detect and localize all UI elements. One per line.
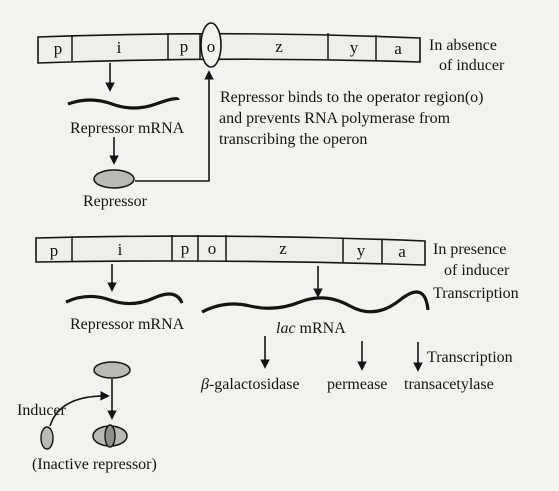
explanation-line2: and prevents RNA polymerase from [219, 110, 451, 127]
lac-mrna-wave [201, 290, 430, 314]
product-permease: permease [327, 376, 387, 393]
top-gene-p2: p [180, 37, 189, 56]
repressor-protein [93, 169, 135, 189]
top-operon-bar [37, 22, 421, 68]
product-transacetylase: transacetylase [404, 376, 494, 393]
repressor-mrna-wave-bottom [65, 292, 184, 306]
lac-mrna-italic: lac [276, 320, 296, 337]
bottom-gene-z: z [279, 239, 287, 258]
bottom-gene-o: o [208, 239, 217, 258]
inducer-label: Inducer [17, 402, 67, 419]
bottom-gene-p2: p [181, 239, 190, 258]
bottom-gene-y: y [357, 241, 366, 260]
explanation-line1: Repressor binds to the operator region(o… [220, 89, 483, 106]
inactive-repressor-label: (Inactive repressor) [32, 456, 157, 473]
bottom-gene-i: i [118, 240, 123, 259]
galactosidase-text: -galactosidase [209, 376, 300, 393]
top-gene-y: y [350, 38, 359, 57]
lac-mrna-label: lac mRNA [276, 320, 346, 337]
repressor-mrna-wave-top [67, 97, 180, 110]
explanation-line3: transcribing the operon [219, 131, 367, 148]
inducer-molecule [40, 426, 54, 450]
top-repressor-label: Repressor [83, 193, 148, 210]
top-gene-p1: p [54, 39, 63, 58]
bottom-repressor-mrna-label: Repressor mRNA [70, 316, 185, 333]
inactive-repressor-complex [92, 424, 128, 448]
free-repressor [93, 361, 131, 379]
top-repressor-mrna-label: Repressor mRNA [70, 120, 185, 137]
product-galactosidase: β-galactosidase [200, 376, 300, 393]
top-gene-z: z [275, 37, 283, 56]
bottom-operon-bar [35, 235, 426, 266]
lac-mrna-rest: mRNA [296, 320, 347, 337]
top-gene-i: i [117, 38, 122, 57]
inducer-arrow [49, 391, 110, 427]
top-condition-line1: In absence [429, 37, 497, 54]
top-gene-o: o [207, 37, 216, 56]
top-gene-a: a [394, 39, 402, 58]
bottom-condition-line3: Transcription [433, 285, 519, 302]
bottom-condition-line1: In presence [433, 241, 506, 258]
transcription-label: Transcription [427, 349, 513, 366]
repressor-binding-arrow [135, 70, 214, 182]
bottom-condition-line2: of inducer [444, 262, 510, 279]
bottom-gene-a: a [398, 242, 406, 261]
beta-symbol: β [200, 376, 209, 393]
bottom-gene-p1: p [50, 241, 59, 260]
top-condition-line2: of inducer [439, 57, 505, 74]
